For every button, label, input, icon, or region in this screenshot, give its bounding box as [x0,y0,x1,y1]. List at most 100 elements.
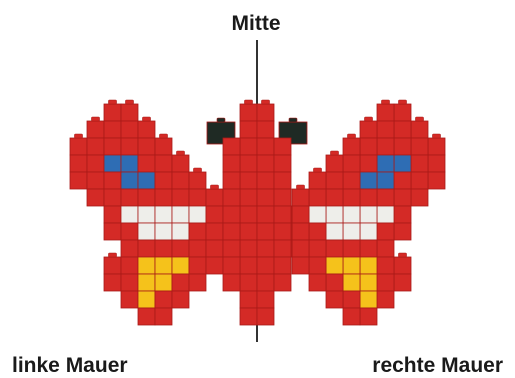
wing-brick [359,154,378,173]
body-brick [239,205,258,224]
wing-brick [120,137,139,156]
wing-brick [86,154,105,173]
wing-brick [393,222,412,241]
wing-brick [171,171,190,190]
wing-brick [86,171,105,190]
brick-stud [261,99,270,105]
wing-brick [103,222,122,241]
wing-brick [171,154,190,173]
wing-brick [120,290,139,309]
wing-brick [325,256,344,275]
wing-brick [86,137,105,156]
wing-brick [188,205,207,224]
wing-brick [154,239,173,258]
wing-brick [205,222,224,241]
wing-brick [171,205,190,224]
wing-brick [69,154,88,173]
wing-brick [376,120,395,139]
wing-brick [120,256,139,275]
wing-brick [376,222,395,241]
label-center: Mitte [231,12,281,35]
wing-brick [137,205,156,224]
wing-brick [359,222,378,241]
wing-brick [137,222,156,241]
wing-brick [410,137,429,156]
wing-brick [188,239,207,258]
wing-brick [291,239,310,258]
brick-stud [210,184,219,190]
body-brick [239,137,258,156]
brick-stud [364,116,373,122]
brick-stud [347,133,356,139]
wing-brick [291,205,310,224]
wing-brick [359,273,378,292]
wing-brick [137,256,156,275]
wing-brick [342,273,361,292]
wing-brick [120,188,139,207]
wing-brick [410,120,429,139]
wing-brick [154,188,173,207]
wing-brick [359,205,378,224]
wing-brick [137,290,156,309]
wing-brick [342,137,361,156]
body-brick [239,273,258,292]
wing-brick [137,154,156,173]
wing-brick [410,188,429,207]
brick-stud [108,252,117,258]
wing-brick [103,137,122,156]
body-brick [256,120,275,139]
right-wing [274,99,446,326]
wing-brick [342,307,361,326]
wing-brick [86,188,105,207]
wing-brick [291,222,310,241]
wing-brick [308,205,327,224]
body-brick [256,171,275,190]
wing-brick [342,290,361,309]
wing-brick [325,222,344,241]
wing-brick [308,171,327,190]
wing-brick [342,188,361,207]
body-brick [222,188,241,207]
wing-brick [342,205,361,224]
wing-brick [205,205,224,224]
wing-brick [308,222,327,241]
wing-brick [376,137,395,156]
brick-stud [159,133,168,139]
body-brick [273,154,292,173]
wing-brick [137,188,156,207]
wing-brick [325,290,344,309]
body-brick [273,273,292,292]
wing-brick [376,273,395,292]
brick-stud [432,133,441,139]
wing-brick [188,171,207,190]
wing-brick [291,188,310,207]
wing-brick [137,120,156,139]
label-left-wall: linke Mauer [12,354,128,377]
wing-brick [188,188,207,207]
brick-stud [381,99,390,105]
wing-brick [359,290,378,309]
wing-brick [103,171,122,190]
wing-brick [308,256,327,275]
wing-brick [410,154,429,173]
wing-brick [427,171,446,190]
wing-brick [393,120,412,139]
wing-brick [325,205,344,224]
body-brick [273,222,292,241]
body-brick [256,256,275,275]
body-brick [222,137,241,156]
body-brick [239,307,258,326]
body-brick [256,273,275,292]
body-brick [273,205,292,224]
wing-brick [325,171,344,190]
wing-brick [103,273,122,292]
wing-brick [154,171,173,190]
wing-brick [137,239,156,258]
wing-brick [120,154,139,173]
wing-brick [171,188,190,207]
body-brick [256,222,275,241]
wing-brick [103,120,122,139]
body-brick [273,137,292,156]
wing-brick [359,137,378,156]
